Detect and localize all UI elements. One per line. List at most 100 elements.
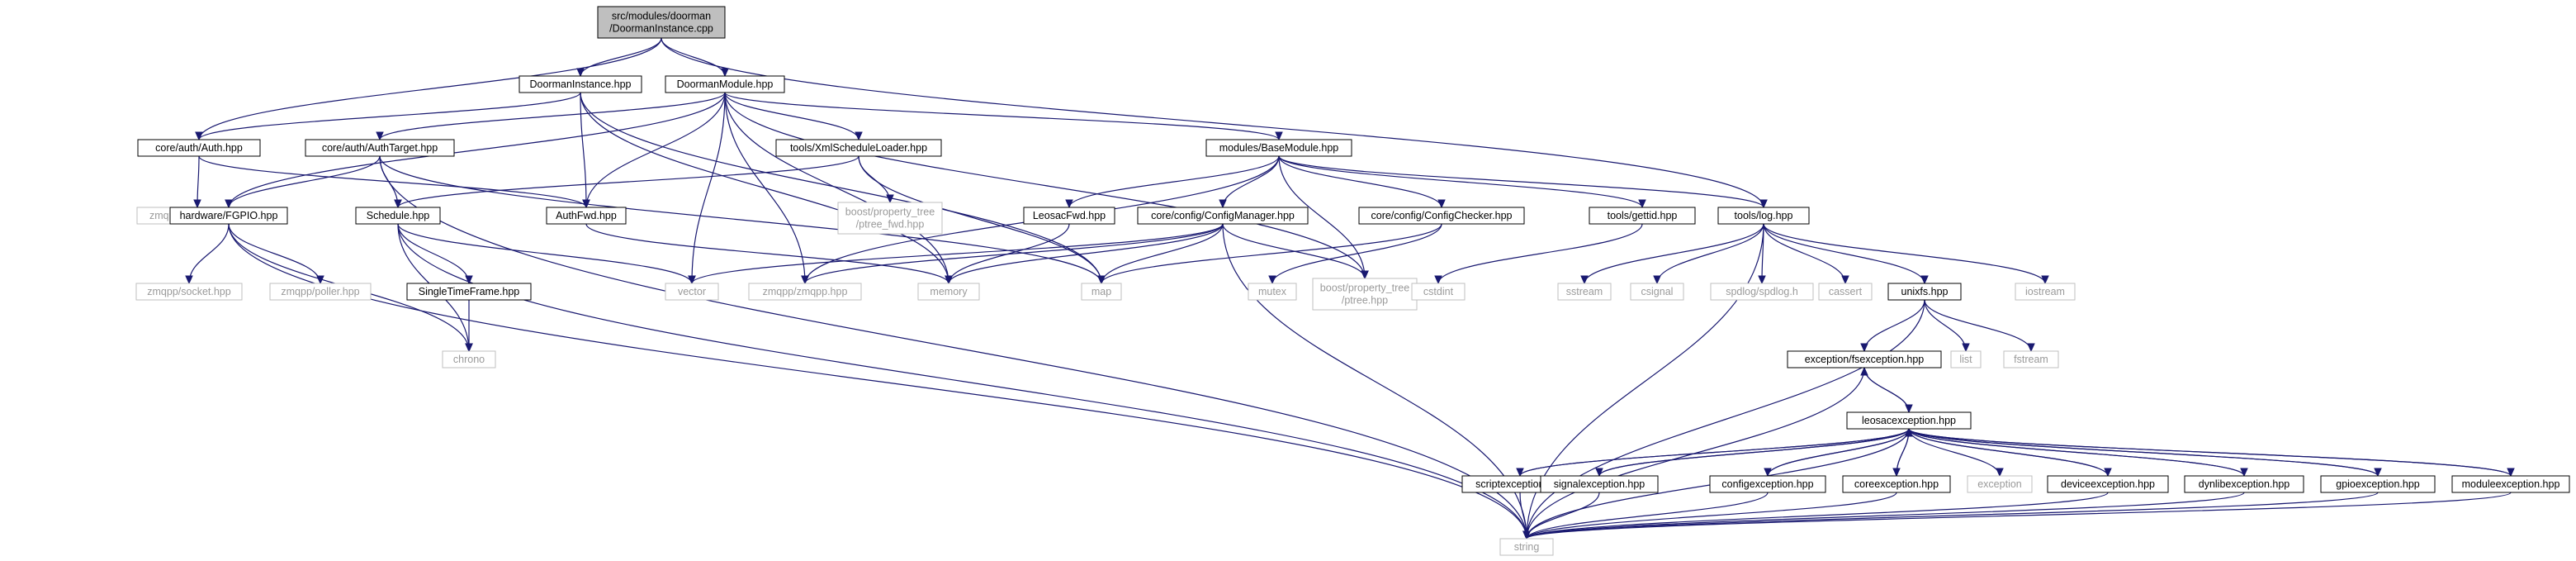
node-label: Schedule.hpp xyxy=(367,210,430,221)
edge-moduleexception_hpp-to-leosacexception_hpp xyxy=(1905,427,2512,477)
node-schedule-hpp[interactable]: Schedule.hpp xyxy=(355,207,441,225)
node-doorman-module-hpp[interactable]: DoormanModule.hpp xyxy=(665,75,785,93)
node-deviceexception-hpp[interactable]: deviceexception.hpp xyxy=(2047,475,2169,493)
edge-coreexception_hpp-to-string xyxy=(1522,492,1897,540)
edge-schedule_hpp-to-vector xyxy=(397,223,696,285)
node-memory: memory xyxy=(917,283,980,301)
edge-base_module_hpp-to-gettid_hpp xyxy=(1278,155,1646,209)
edge-root-to-doorman_module_hpp xyxy=(661,37,729,78)
node-config-manager-hpp[interactable]: core/config/ConfigManager.hpp xyxy=(1137,207,1309,225)
node-label: sstream xyxy=(1566,286,1603,297)
edge-doorman_instance_hpp-to-memory xyxy=(580,92,953,285)
edge-auth_hpp-to-zmqpp_message_hpp xyxy=(193,155,201,209)
edge-doorman_instance_hpp-to-auth_hpp xyxy=(195,92,581,141)
node-zmqpp-poller-hpp: zmqpp/poller.hpp xyxy=(269,283,372,301)
node-xml-schedule-loader-hpp[interactable]: tools/XmlScheduleLoader.hpp xyxy=(775,139,942,157)
node-label: tools/log.hpp xyxy=(1735,210,1793,221)
node-gettid-hpp[interactable]: tools/gettid.hpp xyxy=(1589,207,1696,225)
node-leosacexception-hpp[interactable]: leosacexception.hpp xyxy=(1846,411,1972,430)
node-label: core/config/ConfigManager.hpp xyxy=(1151,210,1295,221)
node-label: fstream xyxy=(2014,354,2048,365)
node-doorman-instance-hpp[interactable]: DoormanInstance.hpp xyxy=(519,75,642,93)
node-zmqpp-zmqpp-hpp: zmqpp/zmqpp.hpp xyxy=(748,283,862,301)
node-fgpio-hpp[interactable]: hardware/FGPIO.hpp xyxy=(169,207,288,225)
edge-auth_target_hpp-to-fgpio_hpp xyxy=(225,155,381,209)
node-single-time-frame-hpp[interactable]: SingleTimeFrame.hpp xyxy=(406,283,532,301)
node-label: core/config/ConfigChecker.hpp xyxy=(1371,210,1513,221)
edge-doorman_module_hpp-to-zmqpp_zmqpp_hpp xyxy=(724,92,809,285)
node-ptree-hpp: boost/property_tree/ptree.hpp xyxy=(1312,278,1418,311)
edge-doorman_module_hpp-to-xml_schedule_loader_hpp xyxy=(724,92,863,141)
edge-gpioexception_hpp-to-leosacexception_hpp xyxy=(1905,427,2379,477)
node-label: dynlibexception.hpp xyxy=(2199,478,2290,490)
node-label: cstdint xyxy=(1423,286,1454,297)
node-fstream: fstream xyxy=(2003,350,2059,368)
node-label: unixfs.hpp xyxy=(1901,286,1949,297)
node-dynlibexception-hpp[interactable]: dynlibexception.hpp xyxy=(2184,475,2304,493)
node-csignal: csignal xyxy=(1630,283,1684,301)
edge-dynlibexception_hpp-to-leosacexception_hpp xyxy=(1905,427,2245,477)
node-fsexception-hpp[interactable]: exception/fsexception.hpp xyxy=(1787,350,1942,368)
node-ptree-fwd-hpp: boost/property_tree/ptree_fwd.hpp xyxy=(837,202,943,235)
node-label: gpioexception.hpp xyxy=(2336,478,2420,490)
node-config-checker-hpp[interactable]: core/config/ConfigChecker.hpp xyxy=(1358,207,1525,225)
node-leosacfwd-hpp[interactable]: LeosacFwd.hpp xyxy=(1023,207,1115,225)
node-list: list xyxy=(1950,350,1982,368)
edge-base_module_hpp-to-config_checker_hpp xyxy=(1278,155,1446,209)
edge-base_module_hpp-to-leosacfwd_hpp xyxy=(1065,155,1280,209)
node-log-hpp[interactable]: tools/log.hpp xyxy=(1717,207,1810,225)
node-gpioexception-hpp[interactable]: gpioexception.hpp xyxy=(2320,475,2436,493)
node-vector: vector xyxy=(665,283,719,301)
edge-fgpio_hpp-to-zmqpp_poller_hpp xyxy=(228,223,324,285)
node-base-module-hpp[interactable]: modules/BaseModule.hpp xyxy=(1205,139,1352,157)
edge-unixfs_hpp-to-fstream xyxy=(1924,299,2035,353)
edge-dynlibexception_hpp-to-string xyxy=(1522,492,2245,540)
node-label: SingleTimeFrame.hpp xyxy=(419,286,520,297)
node-unixfs-hpp[interactable]: unixfs.hpp xyxy=(1887,283,1962,301)
node-label: map xyxy=(1091,286,1111,297)
node-authfwd-hpp[interactable]: AuthFwd.hpp xyxy=(546,207,627,225)
edge-config_manager_hpp-to-memory xyxy=(945,223,1224,285)
edge-doorman_module_hpp-to-auth_target_hpp xyxy=(376,92,726,141)
node-label: spdlog/spdlog.h xyxy=(1726,286,1798,297)
node-signalexception-hpp[interactable]: signalexception.hpp xyxy=(1540,475,1659,493)
edge-log_hpp-to-csignal xyxy=(1653,223,1764,285)
node-auth-hpp[interactable]: core/auth/Auth.hpp xyxy=(137,139,261,157)
node-configexception-hpp[interactable]: configexception.hpp xyxy=(1709,475,1826,493)
node-label: moduleexception.hpp xyxy=(2462,478,2560,490)
node-map: map xyxy=(1081,283,1122,301)
edge-base_module_hpp-to-config_manager_hpp xyxy=(1219,155,1280,209)
node-moduleexception-hpp[interactable]: moduleexception.hpp xyxy=(2451,475,2570,493)
edge-log_hpp-to-cassert xyxy=(1763,223,1849,285)
edge-unixfs_hpp-to-fsexception_hpp xyxy=(1860,299,1925,353)
node-coreexception-hpp[interactable]: coreexception.hpp xyxy=(1842,475,1951,493)
edge-fgpio_hpp-to-string xyxy=(228,223,1531,540)
node-label: core/auth/AuthTarget.hpp xyxy=(322,142,438,154)
edge-log_hpp-to-unixfs_hpp xyxy=(1763,223,1929,285)
node-exception: exception xyxy=(1967,475,2033,493)
node-spdlog-hpp: spdlog/spdlog.h xyxy=(1710,283,1814,301)
edge-doorman_module_hpp-to-base_module_hpp xyxy=(724,92,1283,141)
node-auth-target-hpp[interactable]: core/auth/AuthTarget.hpp xyxy=(305,139,455,157)
node-root[interactable]: src/modules/doorman/DoormanInstance.cpp xyxy=(597,6,726,39)
node-label: zmqpp/zmqpp.hpp xyxy=(763,286,848,297)
edge-fgpio_hpp-to-zmqpp_socket_hpp xyxy=(185,223,230,285)
edge-single_time_frame_hpp-to-chrono xyxy=(465,300,473,353)
node-label: string xyxy=(1514,541,1540,553)
node-label: AuthFwd.hpp xyxy=(556,210,617,221)
node-label: coreexception.hpp xyxy=(1854,478,1939,490)
node-label: tools/XmlScheduleLoader.hpp xyxy=(790,142,927,154)
node-label: src/modules/doorman xyxy=(612,11,711,22)
node-label: boost/property_tree xyxy=(845,207,935,218)
edge-gettid_hpp-to-cstdint xyxy=(1434,223,1643,285)
node-label: vector xyxy=(678,286,706,297)
node-label: mutex xyxy=(1258,286,1287,297)
edge-schedule_hpp-to-single_time_frame_hpp xyxy=(397,223,473,285)
edge-root-to-doorman_instance_hpp xyxy=(576,37,662,78)
node-label: hardware/FGPIO.hpp xyxy=(180,210,278,221)
node-label: DoormanModule.hpp xyxy=(677,78,774,90)
node-label: LeosacFwd.hpp xyxy=(1033,210,1106,221)
node-label: zmqpp/socket.hpp xyxy=(147,286,230,297)
node-label: tools/gettid.hpp xyxy=(1608,210,1678,221)
